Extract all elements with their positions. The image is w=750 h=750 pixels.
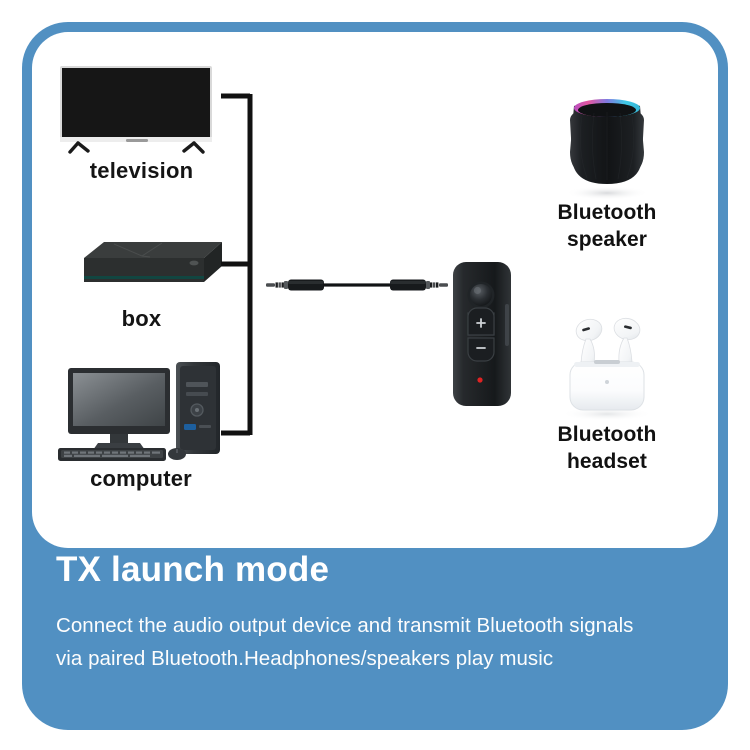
led-indicator <box>477 377 483 383</box>
source-label-computer: computer <box>90 466 192 491</box>
source-label-television: television <box>89 158 194 183</box>
connection-bracket <box>221 93 253 436</box>
desktop-computer-icon <box>58 362 220 461</box>
description-panel: TX launch mode Connect the audio output … <box>56 550 716 675</box>
bluetooth-speaker-icon <box>565 99 649 200</box>
diagram-card: television box <box>32 32 718 548</box>
source-box: box <box>54 230 229 332</box>
destination-label-line1: Bluetooth <box>557 201 657 224</box>
panel-title: TX launch mode <box>56 550 330 589</box>
destination-bluetooth-speaker: Bluetooth speaker <box>512 80 702 254</box>
television-icon <box>60 66 212 154</box>
source-computer: computer <box>46 362 236 492</box>
bluetooth-transmitter-icon <box>453 262 511 406</box>
destination-label-bluetooth-speaker: Bluetooth speaker <box>512 200 702 254</box>
source-label-box: box <box>121 306 162 331</box>
bluetooth-earbuds-icon <box>561 317 653 421</box>
destination-label-line1: Bluetooth <box>557 423 657 446</box>
destination-label-line2: headset <box>566 449 648 473</box>
panel-description: Connect the audio output device and tran… <box>56 613 634 670</box>
set-top-box-icon <box>84 242 222 282</box>
aux-3-5mm-cable-icon <box>266 279 448 291</box>
source-television: television <box>54 64 229 184</box>
destination-bluetooth-headset: Bluetooth headset <box>512 312 702 476</box>
destination-label-bluetooth-headset: Bluetooth headset <box>512 422 702 476</box>
destination-label-line2: speaker <box>566 227 648 251</box>
